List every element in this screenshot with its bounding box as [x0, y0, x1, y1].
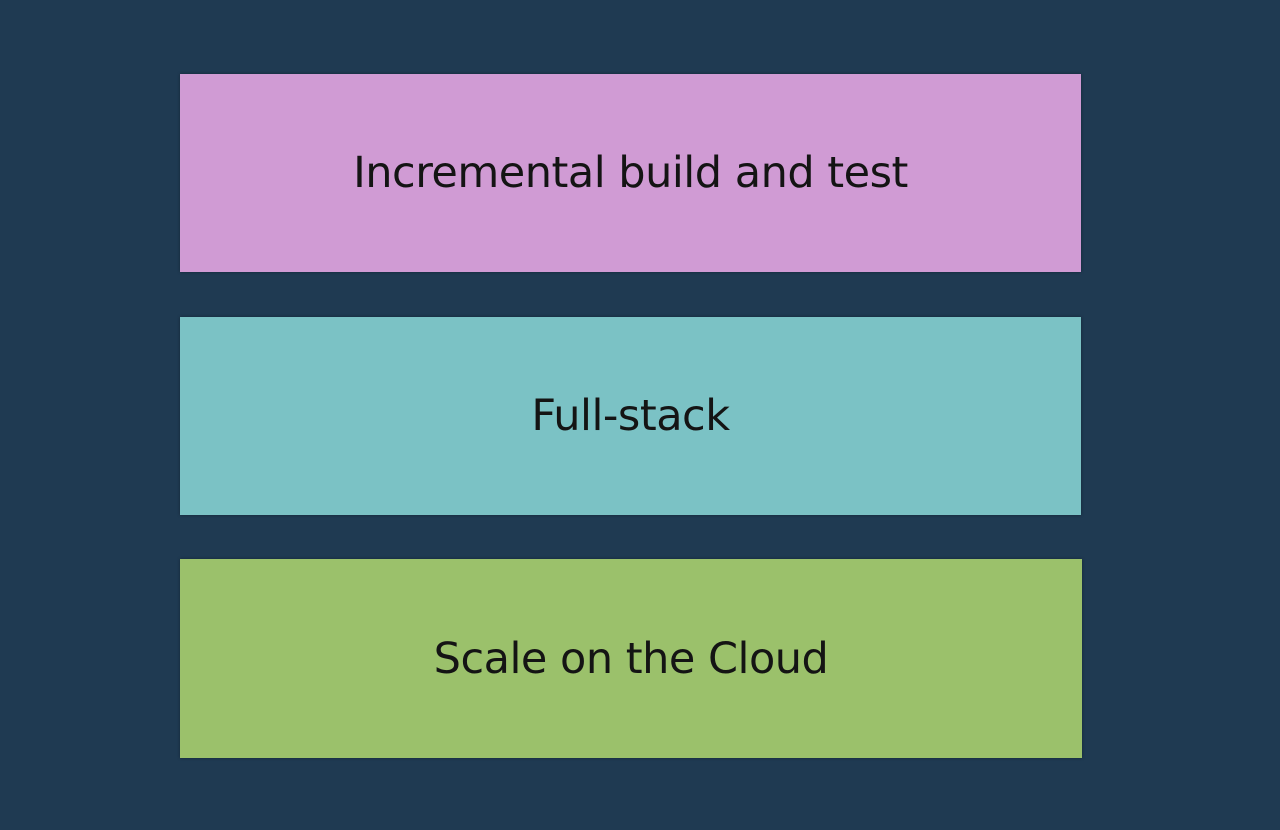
block-incremental-build-and-test: Incremental build and test [180, 74, 1081, 272]
block-label: Full-stack [531, 391, 730, 441]
block-label: Incremental build and test [353, 148, 908, 198]
block-scale-on-the-cloud: Scale on the Cloud [180, 559, 1082, 758]
block-label: Scale on the Cloud [433, 633, 829, 684]
block-full-stack: Full-stack [180, 317, 1081, 515]
